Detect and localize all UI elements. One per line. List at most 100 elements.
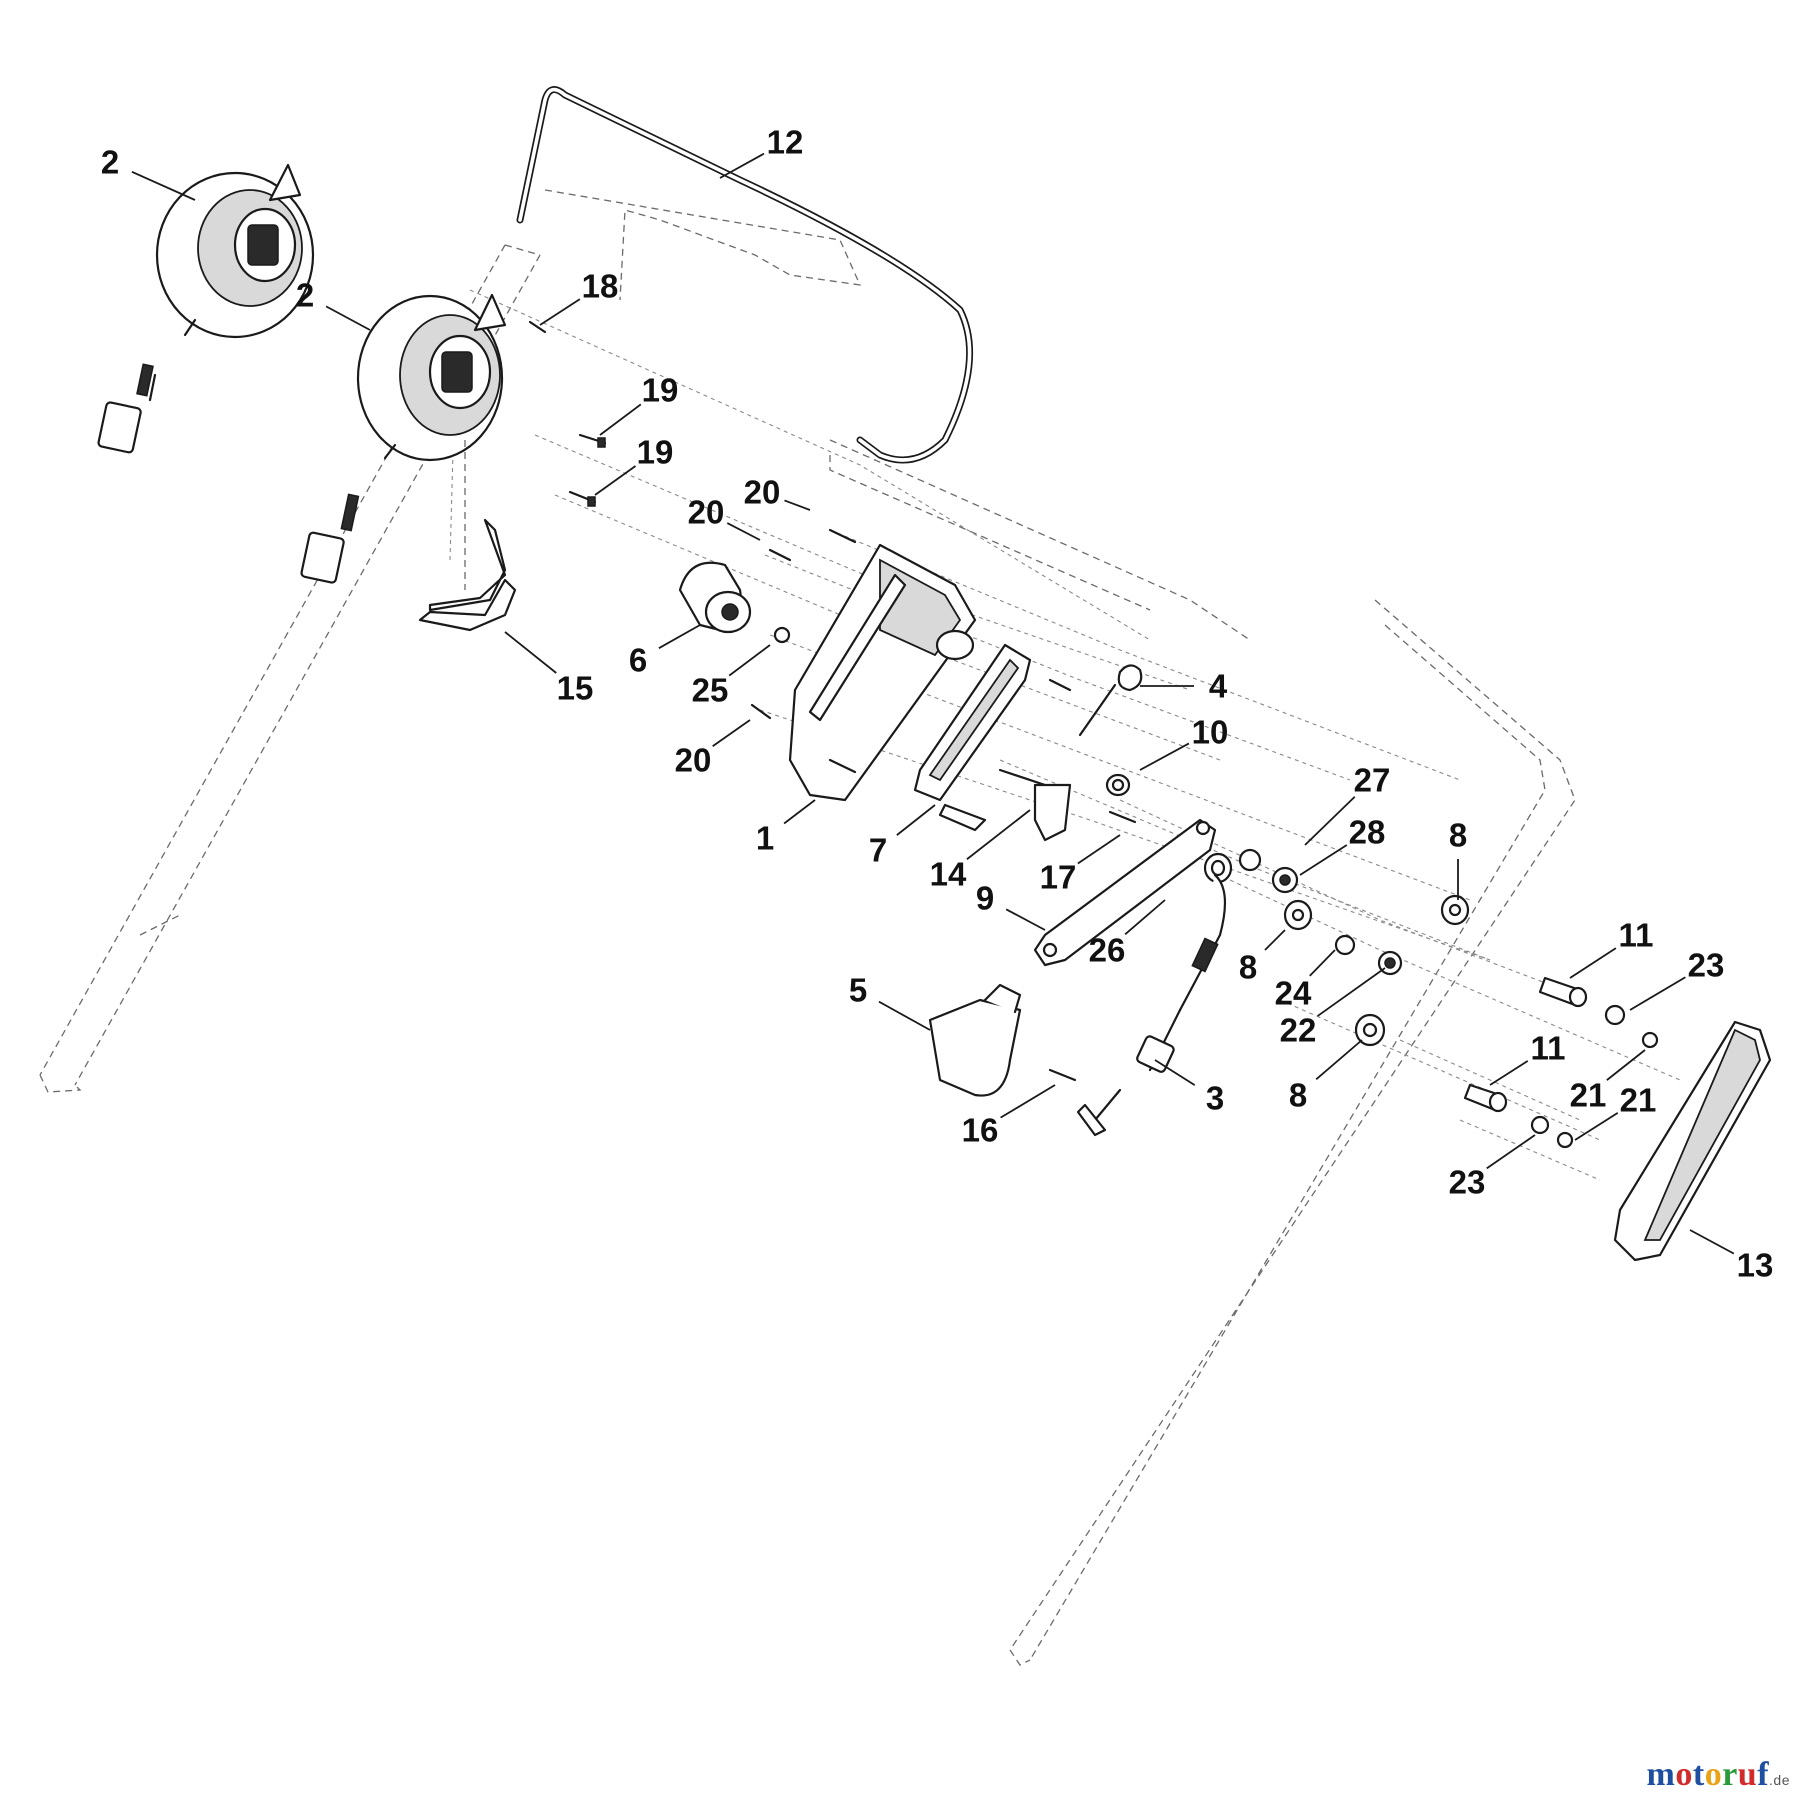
clip-part-15	[418, 518, 517, 632]
callout-label-c22: 22	[1280, 1012, 1317, 1049]
connector-plug-upper	[97, 363, 157, 454]
callout-label-c19a: 19	[642, 372, 679, 409]
leader-line-c25	[728, 644, 771, 677]
callout-label-c27: 27	[1354, 762, 1391, 799]
main-housing-part-1	[788, 543, 977, 802]
callout-label-c15: 15	[557, 670, 594, 707]
washer-part-8-low	[1354, 1013, 1386, 1047]
bail-cable-part-12	[516, 86, 974, 464]
washer-part-10	[1105, 773, 1131, 797]
grip-part-5	[928, 983, 1022, 1097]
watermark-suffix: .de	[1769, 1772, 1790, 1788]
screw-part-18	[528, 320, 547, 334]
screw-part-20-a	[828, 528, 857, 544]
callout-label-c20a: 20	[744, 474, 781, 511]
nut-part-21-upper	[1641, 1031, 1659, 1049]
leader-line-c19a	[599, 403, 642, 436]
callout-label-c18: 18	[582, 268, 619, 305]
callout-label-c1: 1	[756, 820, 774, 857]
leader-line-c20c	[712, 719, 751, 747]
watermark-logo: motoruf.de	[1647, 1756, 1790, 1794]
leader-line-c7	[896, 804, 936, 836]
leader-line-c20b	[726, 522, 761, 541]
screw-part-16	[1048, 1068, 1077, 1082]
callout-label-c19b: 19	[637, 434, 674, 471]
callout-label-c17: 17	[1040, 859, 1077, 896]
callout-label-c16: 16	[962, 1112, 999, 1149]
cable-part-3	[1076, 873, 1227, 1137]
lever-part-14	[998, 768, 1072, 842]
leader-line-c21b	[1574, 1112, 1619, 1141]
screw-part-20-b	[768, 548, 792, 562]
leader-line-c3	[1154, 1059, 1196, 1086]
callout-label-c25: 25	[692, 672, 729, 709]
handle-frame-right	[829, 439, 1576, 1666]
leader-line-c18	[539, 298, 581, 326]
callout-label-c3: 3	[1206, 1080, 1224, 1117]
nut-part-25	[773, 626, 791, 644]
end-cover-part-13	[1613, 1020, 1772, 1262]
leader-line-c17	[1077, 834, 1121, 865]
leader-line-c12	[719, 152, 765, 179]
screw-part-19-lower	[568, 490, 597, 507]
leader-line-c23a	[1629, 976, 1686, 1011]
leader-line-c2a	[131, 170, 196, 201]
callout-label-c12: 12	[767, 124, 804, 161]
callout-label-c4: 4	[1209, 668, 1228, 705]
callout-label-c8a: 8	[1449, 817, 1467, 854]
leader-line-c5	[878, 1000, 931, 1031]
callout-label-c11b: 11	[1531, 1030, 1566, 1067]
callout-label-c9: 9	[976, 880, 994, 917]
washer-part-23-upper	[1604, 1004, 1626, 1026]
connector-plug-lower	[300, 440, 466, 590]
callout-label-c14: 14	[930, 856, 967, 893]
callout-label-c13: 13	[1737, 1247, 1774, 1284]
leader-line-c16	[1000, 1084, 1056, 1119]
callout-label-c11a: 11	[1619, 917, 1654, 954]
leader-line-c11a	[1569, 947, 1617, 979]
pin-part-11-lower	[1463, 1083, 1508, 1113]
leader-line-c8b	[1264, 929, 1286, 951]
leader-line-c22	[1317, 967, 1386, 1017]
callout-label-c10: 10	[1192, 714, 1229, 751]
leader-line-c15	[504, 631, 557, 674]
knob-part-6	[678, 561, 752, 634]
nut-part-21-lower	[1556, 1131, 1574, 1149]
link-arm-part-9	[1033, 818, 1217, 967]
leader-line-c19b	[594, 465, 637, 496]
callout-label-c7: 7	[869, 832, 887, 869]
callout-label-c23a: 23	[1688, 947, 1725, 984]
leader-line-c21a	[1606, 1049, 1646, 1081]
leader-line-c20a	[784, 499, 811, 511]
leader-line-c27	[1304, 796, 1356, 846]
leader-line-c13	[1689, 1229, 1735, 1255]
leader-line-c26	[1124, 899, 1166, 936]
callout-label-c26: 26	[1089, 932, 1126, 969]
leader-line-c28	[1299, 844, 1348, 876]
screw-part-17	[1108, 810, 1137, 824]
watermark-text: motoruf	[1646, 1756, 1770, 1793]
leader-line-c9	[1005, 908, 1046, 931]
callout-label-c2a: 2	[101, 144, 119, 181]
spring-part-4	[1048, 664, 1143, 737]
washer-part-8-mid	[1283, 899, 1313, 931]
leader-line-c11b	[1489, 1060, 1529, 1086]
leader-line-c8c	[1315, 1039, 1363, 1081]
callout-label-c5: 5	[849, 972, 867, 1009]
leader-line-c23b	[1486, 1134, 1536, 1170]
screw-part-20-c	[750, 703, 772, 720]
callout-leader-lines	[131, 152, 1735, 1255]
callout-label-c23b: 23	[1449, 1164, 1486, 1201]
callout-label-c2b: 2	[296, 277, 314, 314]
callout-label-c6: 6	[629, 642, 647, 679]
switch-housing-part-2-lower	[356, 293, 507, 462]
leader-line-c14	[966, 809, 1031, 860]
callout-label-c28: 28	[1349, 814, 1386, 851]
washer-part-24	[1334, 934, 1356, 956]
pin-part-11-upper	[1538, 976, 1588, 1008]
leader-line-c6	[658, 624, 701, 649]
assembly-guide-lines	[449, 289, 1681, 1181]
washer-part-8-top	[1440, 894, 1470, 926]
